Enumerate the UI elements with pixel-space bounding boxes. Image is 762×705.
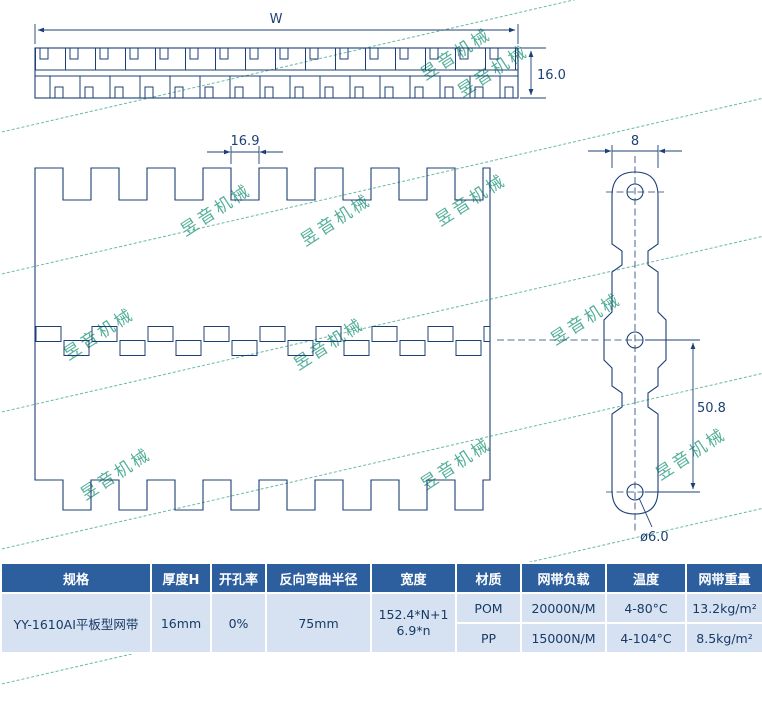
hole-dimension: ø6.0 [638, 497, 669, 545]
header-bend-radius: 反向弯曲半径 [265, 562, 372, 594]
open-rate-cell: 0% [210, 592, 267, 654]
belt-plan-view [34, 167, 491, 511]
thickness-cell: 16mm [150, 592, 212, 654]
width-formula-cell: 152.4*N+16.9*n [370, 592, 457, 654]
hinge-row [35, 326, 490, 356]
header-weight: 网带重量 [685, 562, 762, 594]
pitch-dimension: 16.9 [207, 134, 283, 164]
bend-radius-cell: 75mm [265, 592, 372, 654]
spec-table: 规格 厚度H 开孔率 反向弯曲半径 宽度 材质 网带负载 温度 网带重量 YY-… [0, 562, 762, 654]
header-load: 网带负载 [520, 562, 607, 594]
table-row: YY-1610AI平板型网带 16mm 0% 75mm 152.4*N+16.9… [0, 592, 762, 654]
dim-label-thickness: 16.0 [537, 68, 566, 83]
dim-label-width8: 8 [631, 134, 639, 149]
span-dimension: 50.8 [645, 339, 726, 493]
thickness-dimension: 16.0 [520, 47, 566, 99]
load-cell: 20000N/M [520, 592, 607, 624]
header-thickness: 厚度H [150, 562, 212, 594]
header-open-rate: 开孔率 [210, 562, 267, 594]
header-spec: 规格 [0, 562, 152, 594]
cad-drawing: W 16.0 16.9 8 50.8 [34, 12, 726, 545]
material-cell: POM [455, 592, 522, 624]
weight-cell: 13.2kg/m² [685, 592, 762, 624]
temp-cell: 4-80°C [605, 592, 687, 624]
belt-edge-view [34, 47, 519, 99]
side-link-view [497, 156, 668, 532]
header-width: 宽度 [370, 562, 457, 594]
dim-label-hole: ø6.0 [640, 530, 669, 545]
link-width-dimension: 8 [588, 134, 682, 168]
dim-label-pitch: 16.9 [231, 134, 260, 149]
centerlines [497, 156, 668, 532]
header-temperature: 温度 [605, 562, 687, 594]
spec-cell: YY-1610AI平板型网带 [0, 592, 152, 654]
w-dimension: W [34, 12, 519, 44]
dim-label-w: W [270, 12, 283, 27]
table-header-row: 规格 厚度H 开孔率 反向弯曲半径 宽度 材质 网带负载 温度 网带重量 [0, 562, 762, 594]
dim-label-span: 50.8 [697, 401, 726, 416]
header-material: 材质 [455, 562, 522, 594]
